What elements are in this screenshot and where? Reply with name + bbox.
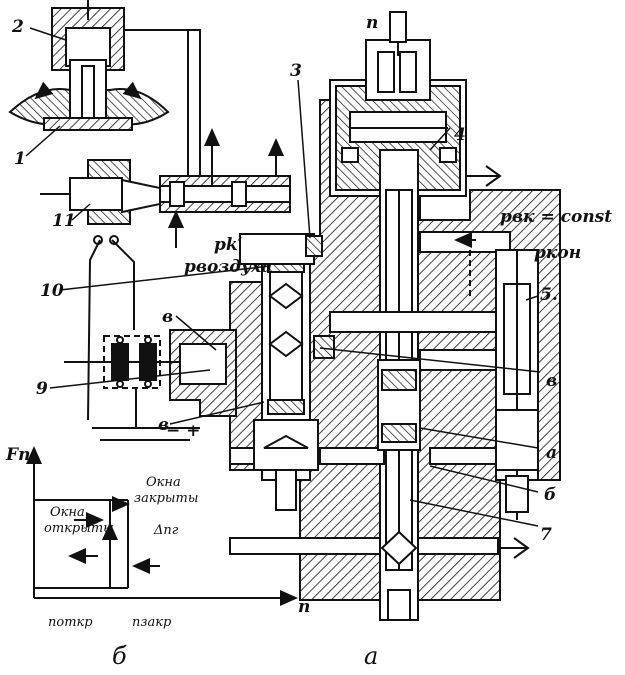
inset-n-closed: nзакр — [132, 615, 172, 630]
inset-open-line2: открыты — [44, 521, 114, 536]
air-intake — [40, 128, 291, 421]
leader-lines — [25, 27, 541, 527]
callout-v-left-bottom: в — [158, 415, 169, 435]
callout-2: 2 — [11, 17, 24, 37]
label-shaft-speed: n — [366, 13, 378, 33]
callout-v-right: в — [546, 371, 557, 391]
inset-chart — [26, 446, 298, 606]
label-power-sign: − + — [166, 421, 200, 441]
inset-delta-n: Δnг — [153, 523, 179, 538]
callout-7: 7 — [540, 525, 552, 545]
capsule-assembly — [8, 0, 201, 196]
callout-3: 3 — [290, 61, 302, 81]
caption-b: б — [112, 642, 127, 670]
caption-a: а — [364, 642, 378, 670]
inset-n-open: nоткр — [48, 615, 93, 630]
labels: 2 1 3 4 5. 7 9 10 11 в в в а б n pk′ pво… — [5, 13, 612, 670]
inset-closed-line1: Окна — [146, 475, 181, 490]
solenoid-assembly — [64, 329, 237, 441]
inset-x-label: n — [298, 597, 310, 617]
callout-10: 10 — [40, 281, 64, 301]
label-p-kon: pкон — [534, 243, 581, 263]
inset-open-line1: Окна — [50, 505, 85, 520]
label-p-vk-const: pвк = const — [500, 207, 612, 227]
inset-y-label: Fп — [5, 445, 30, 465]
callout-v-left-top: в — [162, 307, 173, 327]
label-pk-prime: pk′ — [214, 235, 243, 255]
callout-4: 4 — [454, 125, 466, 145]
inset-closed-label: Окна закрыты — [134, 475, 198, 506]
inset-closed-line2: закрыты — [134, 491, 198, 506]
callout-1: 1 — [14, 149, 26, 169]
callout-5: 5. — [540, 285, 558, 305]
label-p-vozdukha: pвоздуха — [184, 257, 272, 277]
inset-open-label: Окна открыты — [44, 505, 114, 536]
main-housing — [229, 11, 561, 621]
callout-9: 9 — [36, 379, 48, 399]
callout-11: 11 — [52, 211, 76, 231]
callout-b: б — [544, 485, 556, 505]
callout-a: а — [546, 443, 557, 463]
